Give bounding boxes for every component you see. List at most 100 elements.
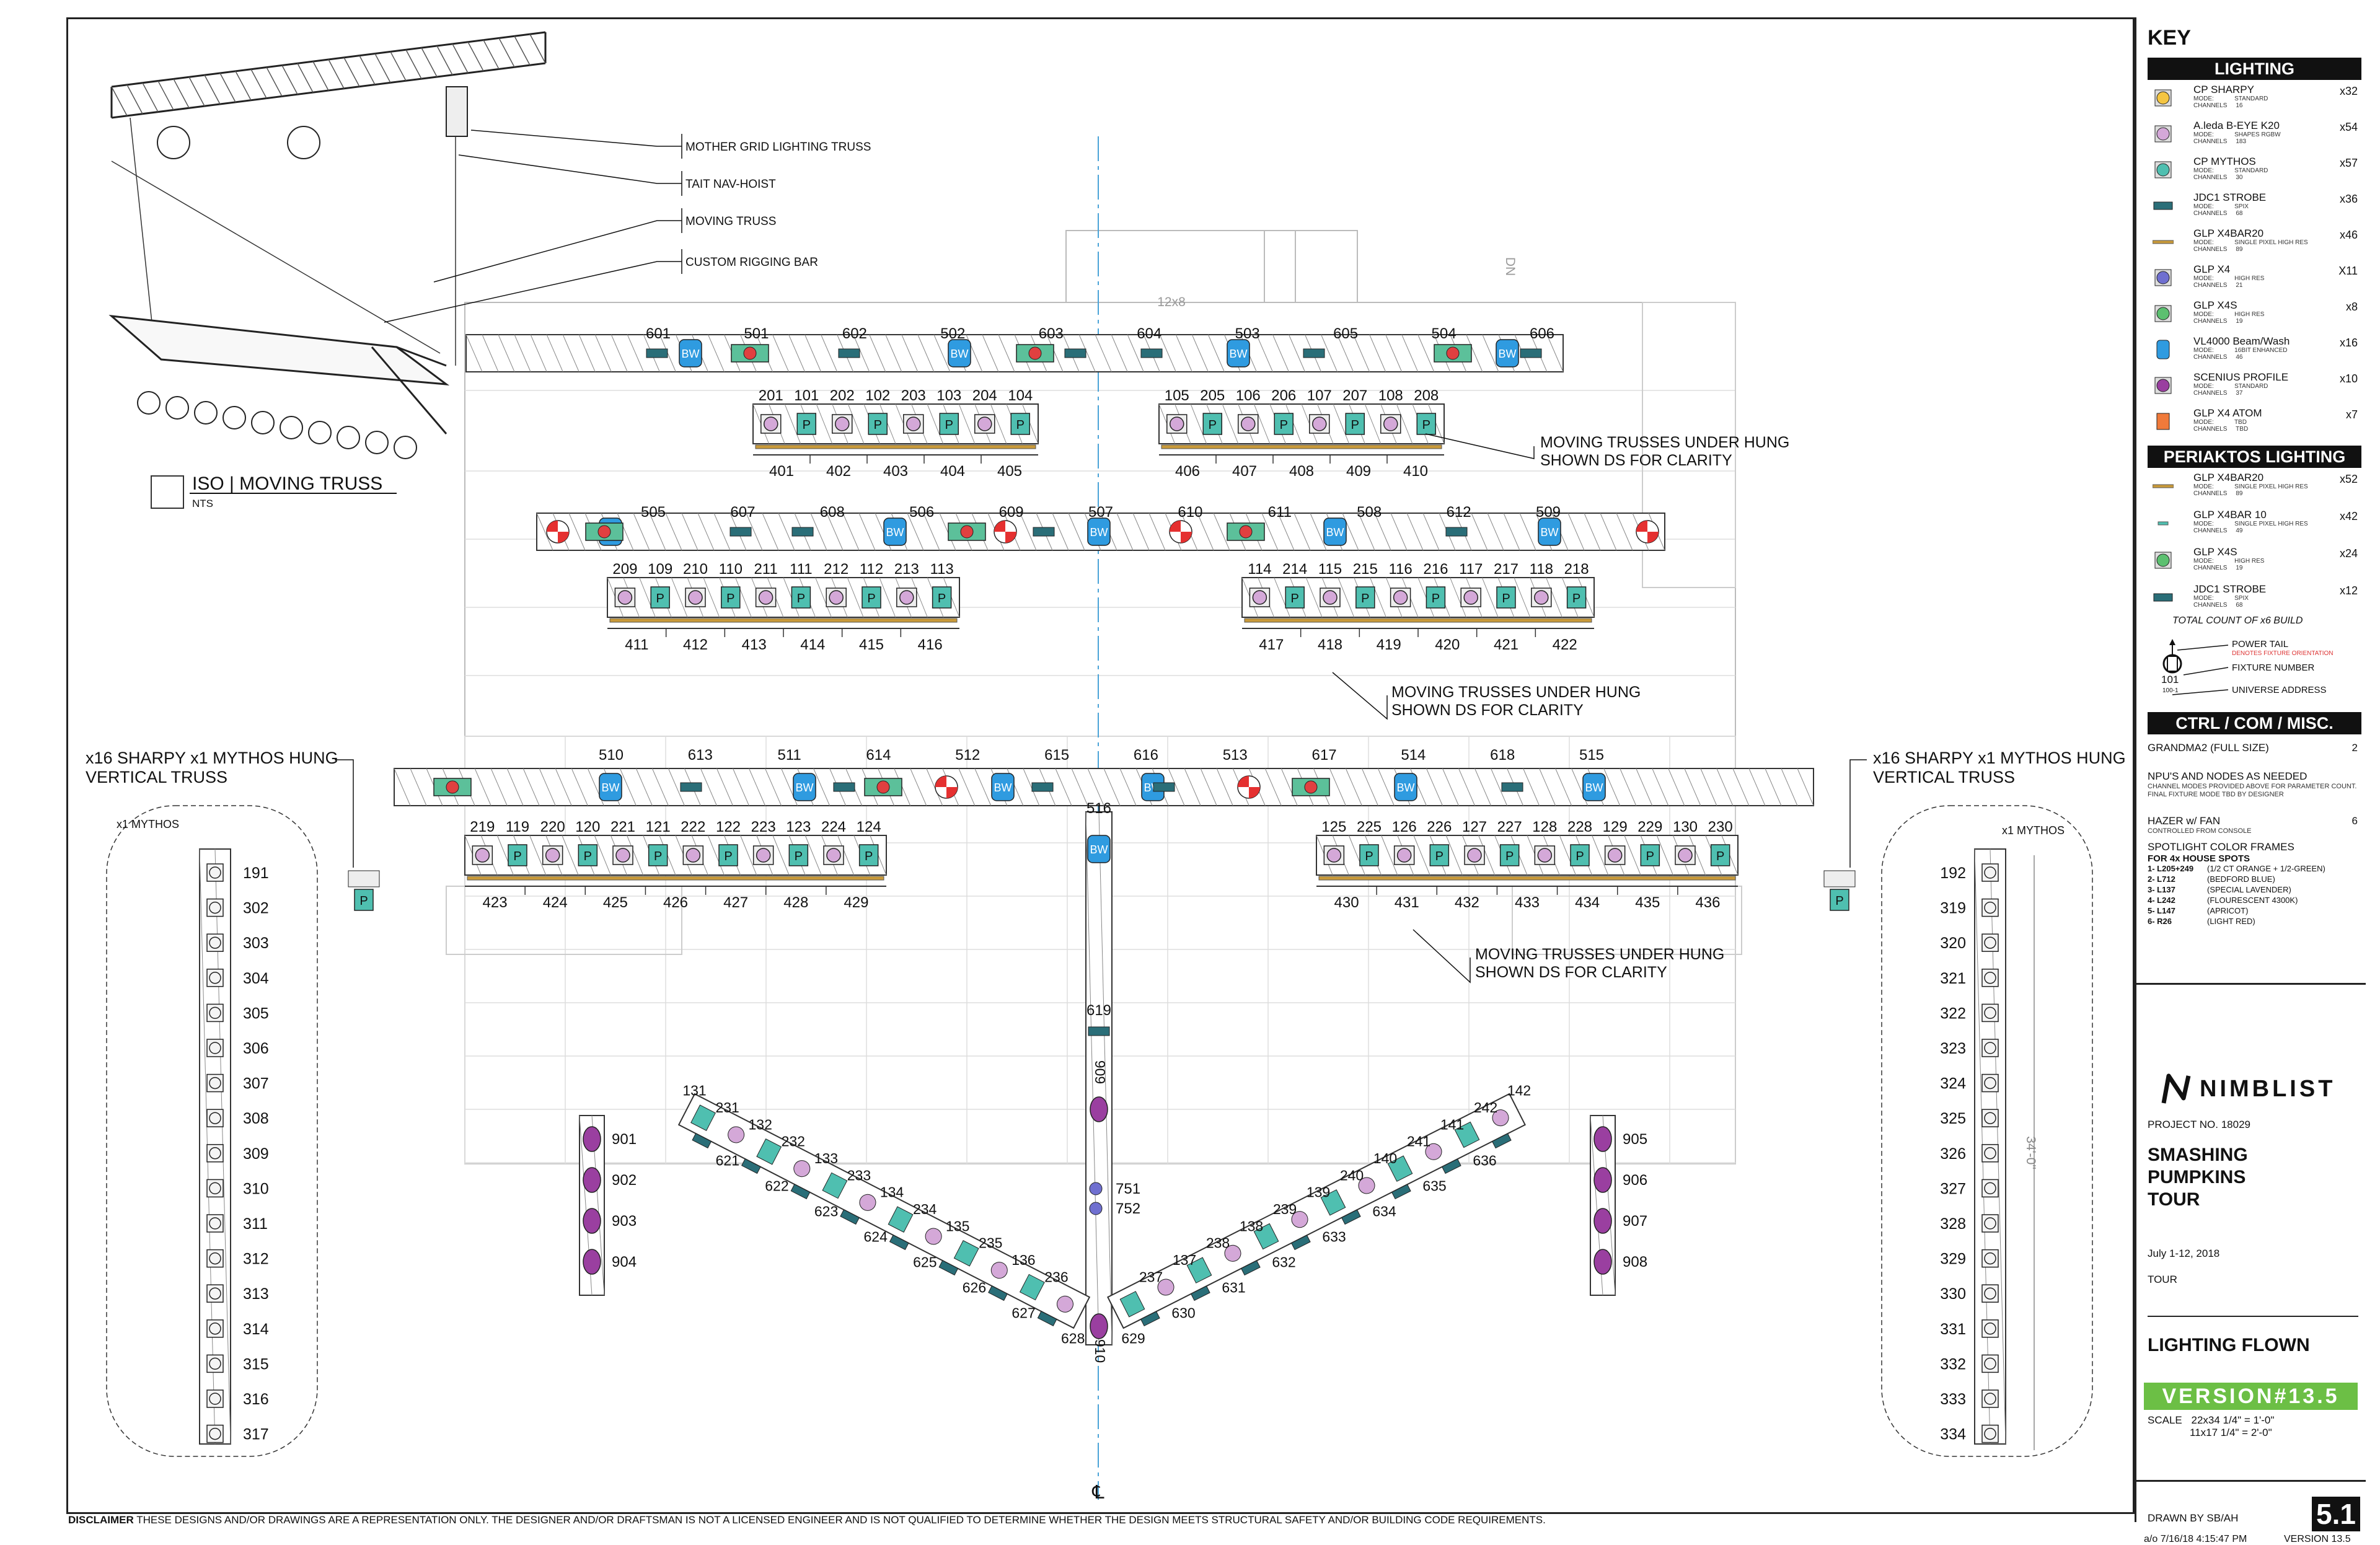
spot-frame: 2- L712(BEDFORD BLUE) — [2148, 874, 2361, 884]
truss-lacing — [1175, 334, 1192, 372]
fixture-number: 219 — [470, 819, 495, 835]
vertical-truss-note: x16 SHARPY x1 MYTHOS HUNG — [86, 749, 338, 767]
strobe-icon — [1031, 782, 1054, 792]
vl4000-glyph: BW — [1585, 781, 1603, 794]
truss-bar-number: 431 — [1395, 894, 1419, 911]
sharpy-lens-icon — [209, 1042, 221, 1054]
truss-lacing — [1085, 811, 1100, 1345]
truss-lacing — [1370, 577, 1386, 618]
fixture-number: 321 — [1940, 970, 1966, 987]
truss-bar-number: 433 — [1515, 894, 1540, 911]
b-eye-lens-icon — [1534, 590, 1549, 605]
iso-truss-edge — [396, 346, 447, 367]
iso-truss-lacing — [266, 67, 283, 97]
key-fixture-name: GLP X4BAR20 — [2193, 227, 2264, 239]
iso-truss-lacing — [142, 82, 159, 112]
fixture-number: 512 — [955, 747, 980, 764]
disclaimer-label: DISCLAIMER — [68, 1514, 134, 1526]
fixture-number: 622 — [765, 1178, 788, 1194]
vl4000-icon — [793, 773, 816, 801]
mythos-icon — [1019, 1274, 1045, 1301]
iso-fixture-icon — [251, 411, 275, 434]
truss-bar-number: 421 — [1494, 636, 1518, 653]
fixture-number: 615 — [1044, 747, 1069, 764]
fixture-number: 229 — [1637, 819, 1662, 835]
mythos-glyph: P — [1505, 850, 1514, 863]
mythos-icon — [1416, 413, 1436, 435]
sheet-number: 5.1 — [2312, 1497, 2360, 1531]
truss-lacing — [410, 768, 427, 806]
fixture-number: 123 — [786, 819, 811, 835]
truss-lacing — [1369, 334, 1386, 372]
key-fixture-qty: x32 — [2339, 85, 2358, 97]
truss-lacing — [1684, 768, 1701, 806]
mythos-glyph: P — [513, 850, 521, 863]
fixture-number: 130 — [1673, 819, 1698, 835]
truss-lacing — [869, 334, 886, 372]
strobe-icon — [889, 1235, 909, 1251]
fixture-number: 508 — [1357, 504, 1382, 521]
truss-lacing — [816, 403, 833, 444]
sharpy-lens-icon — [209, 1323, 221, 1335]
mythos-icon — [1496, 586, 1516, 609]
fixture-number: 236 — [1044, 1269, 1068, 1285]
iso-truss-lacing — [173, 79, 190, 108]
fixture-number: 114 — [1248, 561, 1271, 578]
truss-lacing — [1337, 334, 1354, 372]
truss-lacing — [1132, 513, 1150, 551]
truss-bar-number: 408 — [1289, 463, 1314, 480]
sharpy-lens-icon — [1984, 972, 1996, 984]
moving-truss-3-left — [464, 835, 887, 876]
fixture-number: 614 — [866, 747, 891, 764]
fixture-number: 616 — [1134, 747, 1158, 764]
vl4000-glyph: BW — [1090, 526, 1108, 539]
truss-lacing — [1098, 811, 1113, 1345]
fixture-number: 239 — [1273, 1201, 1297, 1217]
mythos-glyph: P — [1422, 418, 1430, 432]
sharpy-lens-icon — [209, 901, 221, 914]
truss-lacing — [1377, 768, 1395, 806]
strobe-icon — [840, 1209, 860, 1225]
spot-frame: 6- R26(LIGHT RED) — [2148, 917, 2361, 926]
fixture-number: 238 — [1206, 1235, 1230, 1251]
hoist-icon — [446, 86, 468, 137]
truss-lacing — [681, 513, 699, 551]
truss-lacing — [594, 334, 612, 372]
truss-lacing — [1689, 835, 1706, 876]
fixture-number: 111 — [790, 561, 812, 578]
truss-lacing — [1190, 403, 1207, 444]
sharpy-lens-icon — [1984, 1287, 1996, 1300]
strobe-icon — [1153, 782, 1175, 792]
fixture-number: 324 — [1940, 1075, 1966, 1093]
truss-lacing — [911, 577, 928, 618]
moving-truss-1-right-frame — [1158, 403, 1445, 444]
truss-lacing — [546, 334, 563, 372]
fixture-number: 621 — [716, 1153, 739, 1169]
fixture-number: 203 — [901, 387, 926, 404]
mythos-glyph: P — [865, 850, 873, 863]
fixture-number: 110 — [719, 561, 743, 578]
b-eye-icon — [793, 1160, 811, 1177]
fixture-number: 117 — [1459, 561, 1483, 578]
truss-lacing — [568, 513, 586, 551]
truss-lacing — [958, 768, 976, 806]
iso-illustration — [108, 31, 547, 459]
fixture-number: 329 — [1940, 1251, 1966, 1268]
truss-lacing — [998, 334, 1015, 372]
fixture-number: 331 — [1940, 1321, 1966, 1338]
spot-frame: 4- L242(FLOURESCENT 4300K) — [2148, 896, 2361, 905]
moving-truss-1-right — [1158, 403, 1445, 444]
key-fixture-qty: x24 — [2339, 547, 2358, 560]
legend-universe: UNIVERSE ADDRESS — [2232, 685, 2327, 695]
fixture-number: 207 — [1342, 387, 1367, 404]
fixture-number: 137 — [1173, 1252, 1196, 1268]
mythos-icon — [1499, 844, 1520, 866]
drawing-border — [66, 17, 2135, 1514]
mythos-icon — [796, 413, 816, 435]
truss-lacing — [1329, 768, 1346, 806]
truss-lacing — [1668, 768, 1685, 806]
